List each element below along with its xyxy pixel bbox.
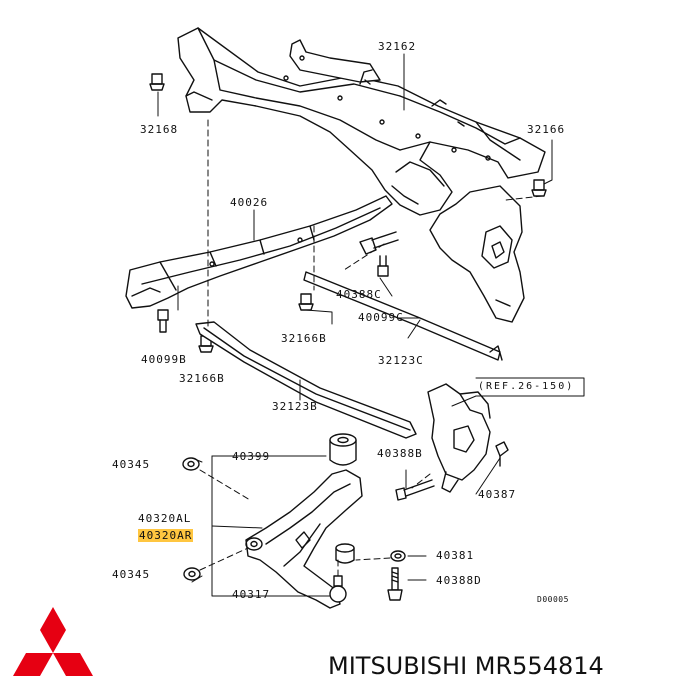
ball-joint-40317 [329, 543, 355, 603]
label-32123C: 32123C [378, 354, 424, 367]
label-32166: 32166 [527, 123, 566, 136]
fastener-32166B-right [298, 293, 314, 311]
bolt-40388B [395, 479, 435, 501]
label-40345-top: 40345 [112, 458, 151, 471]
crossmember-32162 [177, 27, 546, 216]
label-40345-bottom: 40345 [112, 568, 151, 581]
label-40026: 40026 [230, 196, 269, 209]
label-32162: 32162 [378, 40, 417, 53]
label-40320AL: 40320AL [138, 512, 192, 525]
label-40388C: 40388C [336, 288, 382, 301]
logo-diamond-right [53, 653, 93, 676]
lower-control-arm [245, 469, 363, 609]
brace-32123B [195, 321, 417, 439]
fastener-32166 [531, 179, 547, 197]
steering-knuckle-lower [427, 383, 491, 493]
logo-diamond-top [40, 607, 66, 653]
leader-lines [157, 53, 553, 597]
steering-knuckle-upper [429, 185, 525, 323]
ref-frame [475, 377, 585, 397]
washer-40345-bottom [183, 567, 201, 581]
fastener-40099C [377, 255, 389, 277]
fastener-32168 [149, 73, 165, 91]
label-40381: 40381 [436, 549, 475, 562]
label-40317: 40317 [232, 588, 271, 601]
fastener-40388C [359, 231, 399, 255]
label-ref: (REF.26-150) [478, 381, 575, 392]
label-40387: 40387 [478, 488, 517, 501]
bolt-40388D [387, 567, 403, 601]
label-32166B-left: 32166B [179, 372, 225, 385]
label-40399: 40399 [232, 450, 271, 463]
highlighted-part: 40320AR [138, 529, 194, 542]
label-32166B-right: 32166B [281, 332, 327, 345]
label-32123B: 32123B [272, 400, 318, 413]
bushing-40399 [329, 433, 357, 466]
label-40099B: 40099B [141, 353, 187, 366]
label-40388B: 40388B [377, 447, 423, 460]
mitsubishi-logo [13, 607, 93, 676]
nut-40387 [495, 441, 509, 467]
label-40388D: 40388D [436, 574, 482, 587]
logo-diamond-left [13, 653, 53, 676]
diagram-code: D00005 [537, 595, 569, 604]
label-40099C: 40099C [358, 311, 404, 324]
nut-40381 [390, 550, 406, 562]
fastener-40099B [157, 309, 169, 333]
washer-40345-top [182, 457, 200, 471]
label-40320AR: 40320AR [138, 529, 194, 542]
brand-part-number: MITSUBISHI MR554814 [328, 652, 604, 680]
dashed-lines [199, 119, 543, 577]
beam-40026 [125, 195, 393, 309]
label-32168: 32168 [140, 123, 179, 136]
